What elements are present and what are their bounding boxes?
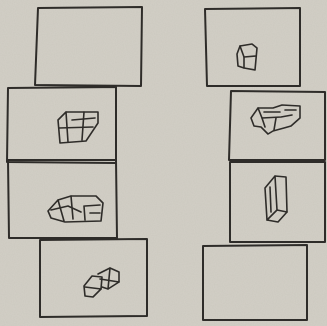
sketch-sheet: [0, 0, 327, 326]
sketch-drawing: [0, 0, 327, 326]
